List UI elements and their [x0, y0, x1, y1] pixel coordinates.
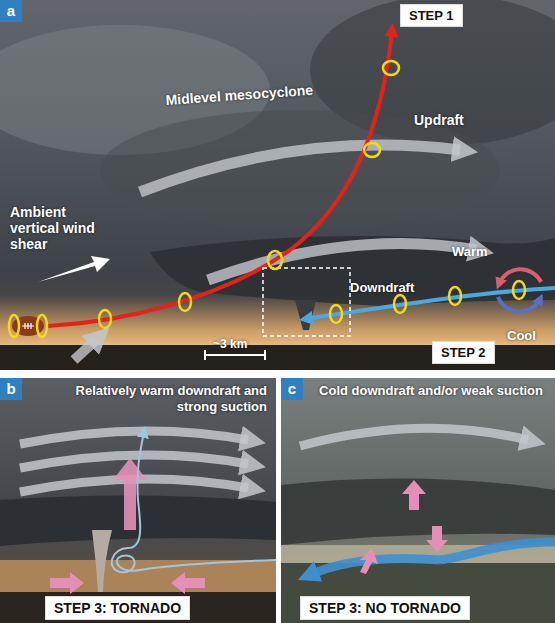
panel-b-photo — [0, 378, 276, 623]
node-text: b — [0, 378, 22, 400]
node-text: STEP 3: NO TORNADO — [309, 600, 461, 616]
temperature-label: Warm — [452, 244, 497, 260]
condition-label: Cold downdraft and/or weak suction — [318, 383, 543, 399]
step-box: STEP 3: TORNADO — [45, 596, 190, 620]
vortex-rings — [9, 61, 525, 337]
flow-label: Midlevel mesocyclone — [165, 80, 341, 108]
panel-label: c — [281, 378, 303, 400]
panel-a-arrows — [38, 30, 555, 360]
flow-label: Ambient vertical wind shear — [10, 204, 105, 252]
node-text: c — [281, 378, 303, 400]
scale-label: ~3 km — [213, 336, 273, 352]
panel-label: b — [0, 378, 22, 400]
condition-label: Relatively warm downdraft and strong suc… — [62, 383, 267, 415]
flow-label: Updraft — [414, 112, 494, 128]
node-text: STEP 2 — [441, 345, 486, 360]
panel-label: a — [0, 0, 22, 22]
step-box: STEP 2 — [432, 341, 495, 364]
panel-b-arrows — [20, 431, 276, 594]
panel-a-photo — [0, 0, 555, 370]
node-text: STEP 3: TORNADO — [54, 600, 181, 616]
panel-c-arrows — [300, 428, 555, 574]
panel-c-photo — [281, 378, 555, 623]
step-box: STEP 1 — [400, 4, 463, 27]
step-box: STEP 3: NO TORNADO — [300, 596, 470, 620]
node-text: a — [0, 0, 22, 22]
temperature-label: Cool — [507, 328, 551, 344]
flow-label: Downdraft — [350, 280, 430, 296]
node-text: STEP 1 — [409, 8, 454, 23]
